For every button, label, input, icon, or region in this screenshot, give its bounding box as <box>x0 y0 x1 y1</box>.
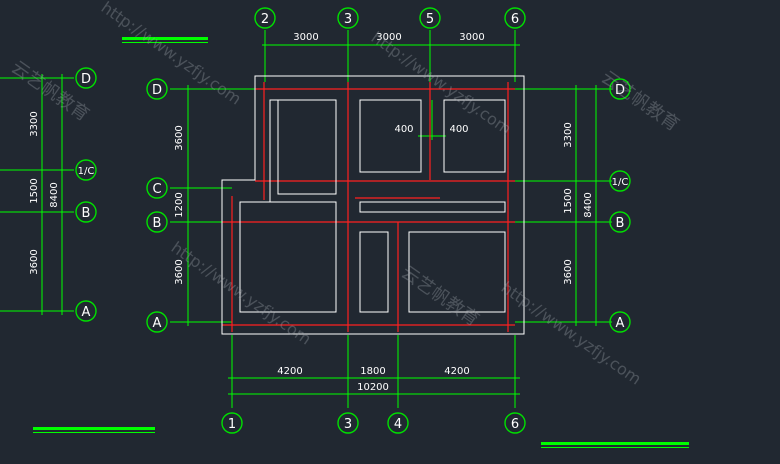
far-left-dimension: 3300 <box>29 111 40 136</box>
left-axis-label: B <box>153 216 162 231</box>
bottom-dimension: 1800 <box>360 366 385 377</box>
bottom-axis-label: 1 <box>228 417 236 432</box>
watermark-brand: 云艺帆教育 <box>597 67 683 136</box>
right-dimension: 3300 <box>563 122 574 147</box>
left-axis-label: A <box>153 316 162 331</box>
bottom-axis-label: 6 <box>511 417 519 432</box>
far-left-axis-label: 1/C <box>78 166 95 177</box>
right-axis-label: 1/C <box>612 177 629 188</box>
far-left-dimension: 3600 <box>29 249 40 274</box>
watermark-url: http://www.yzfjy.com <box>368 28 515 139</box>
right-axis-label: D <box>615 83 625 98</box>
far-left-axis-label: A <box>82 305 91 320</box>
center-dimension: 400 <box>394 124 413 135</box>
top-axis-label: 6 <box>511 12 519 27</box>
axis-bubbles <box>75 7 631 434</box>
far-left-axis-label: B <box>82 206 91 221</box>
left-axis-label: D <box>152 83 162 98</box>
far-left-axis-label: D <box>81 72 91 87</box>
beam-lines <box>222 82 515 332</box>
watermark-brand: 云艺帆教育 <box>397 262 483 331</box>
watermark-brand: 云艺帆教育 <box>7 57 93 126</box>
far-left-total-dimension: 8400 <box>49 182 60 207</box>
left-dimension: 3600 <box>174 259 185 284</box>
top-axis-label: 2 <box>261 12 269 27</box>
top-axis-label: 5 <box>426 12 434 27</box>
top-dimension: 3000 <box>293 32 318 43</box>
right-total-dimension: 8400 <box>583 192 594 217</box>
walls <box>221 75 525 335</box>
bottom-total-dimension: 10200 <box>357 382 389 393</box>
top-axis-label: 3 <box>344 12 352 27</box>
bottom-dimension: 4200 <box>444 366 469 377</box>
title-bars <box>33 37 689 448</box>
left-axis-label: C <box>152 182 161 197</box>
far-left-dimension: 1500 <box>29 178 40 203</box>
watermark-url: http://www.yzfjy.com <box>498 278 645 389</box>
right-axis-label: A <box>616 316 625 331</box>
bottom-axis-label: 4 <box>394 417 402 432</box>
watermarks: http://www.yzfjy.com http://www.yzfjy.co… <box>7 0 683 389</box>
right-dimension: 1500 <box>563 188 574 213</box>
watermark-url: http://www.yzfjy.com <box>168 238 315 349</box>
center-dimension: 400 <box>449 124 468 135</box>
top-dimension: 3000 <box>376 32 401 43</box>
watermark-url: http://www.yzfjy.com <box>98 0 245 109</box>
bottom-dimension: 4200 <box>277 366 302 377</box>
top-dimension: 3000 <box>459 32 484 43</box>
left-dimension: 1200 <box>174 192 185 217</box>
right-axis-label: B <box>616 216 625 231</box>
right-dimension: 3600 <box>563 259 574 284</box>
left-dimension: 3600 <box>174 125 185 150</box>
bottom-axis-label: 3 <box>344 417 352 432</box>
